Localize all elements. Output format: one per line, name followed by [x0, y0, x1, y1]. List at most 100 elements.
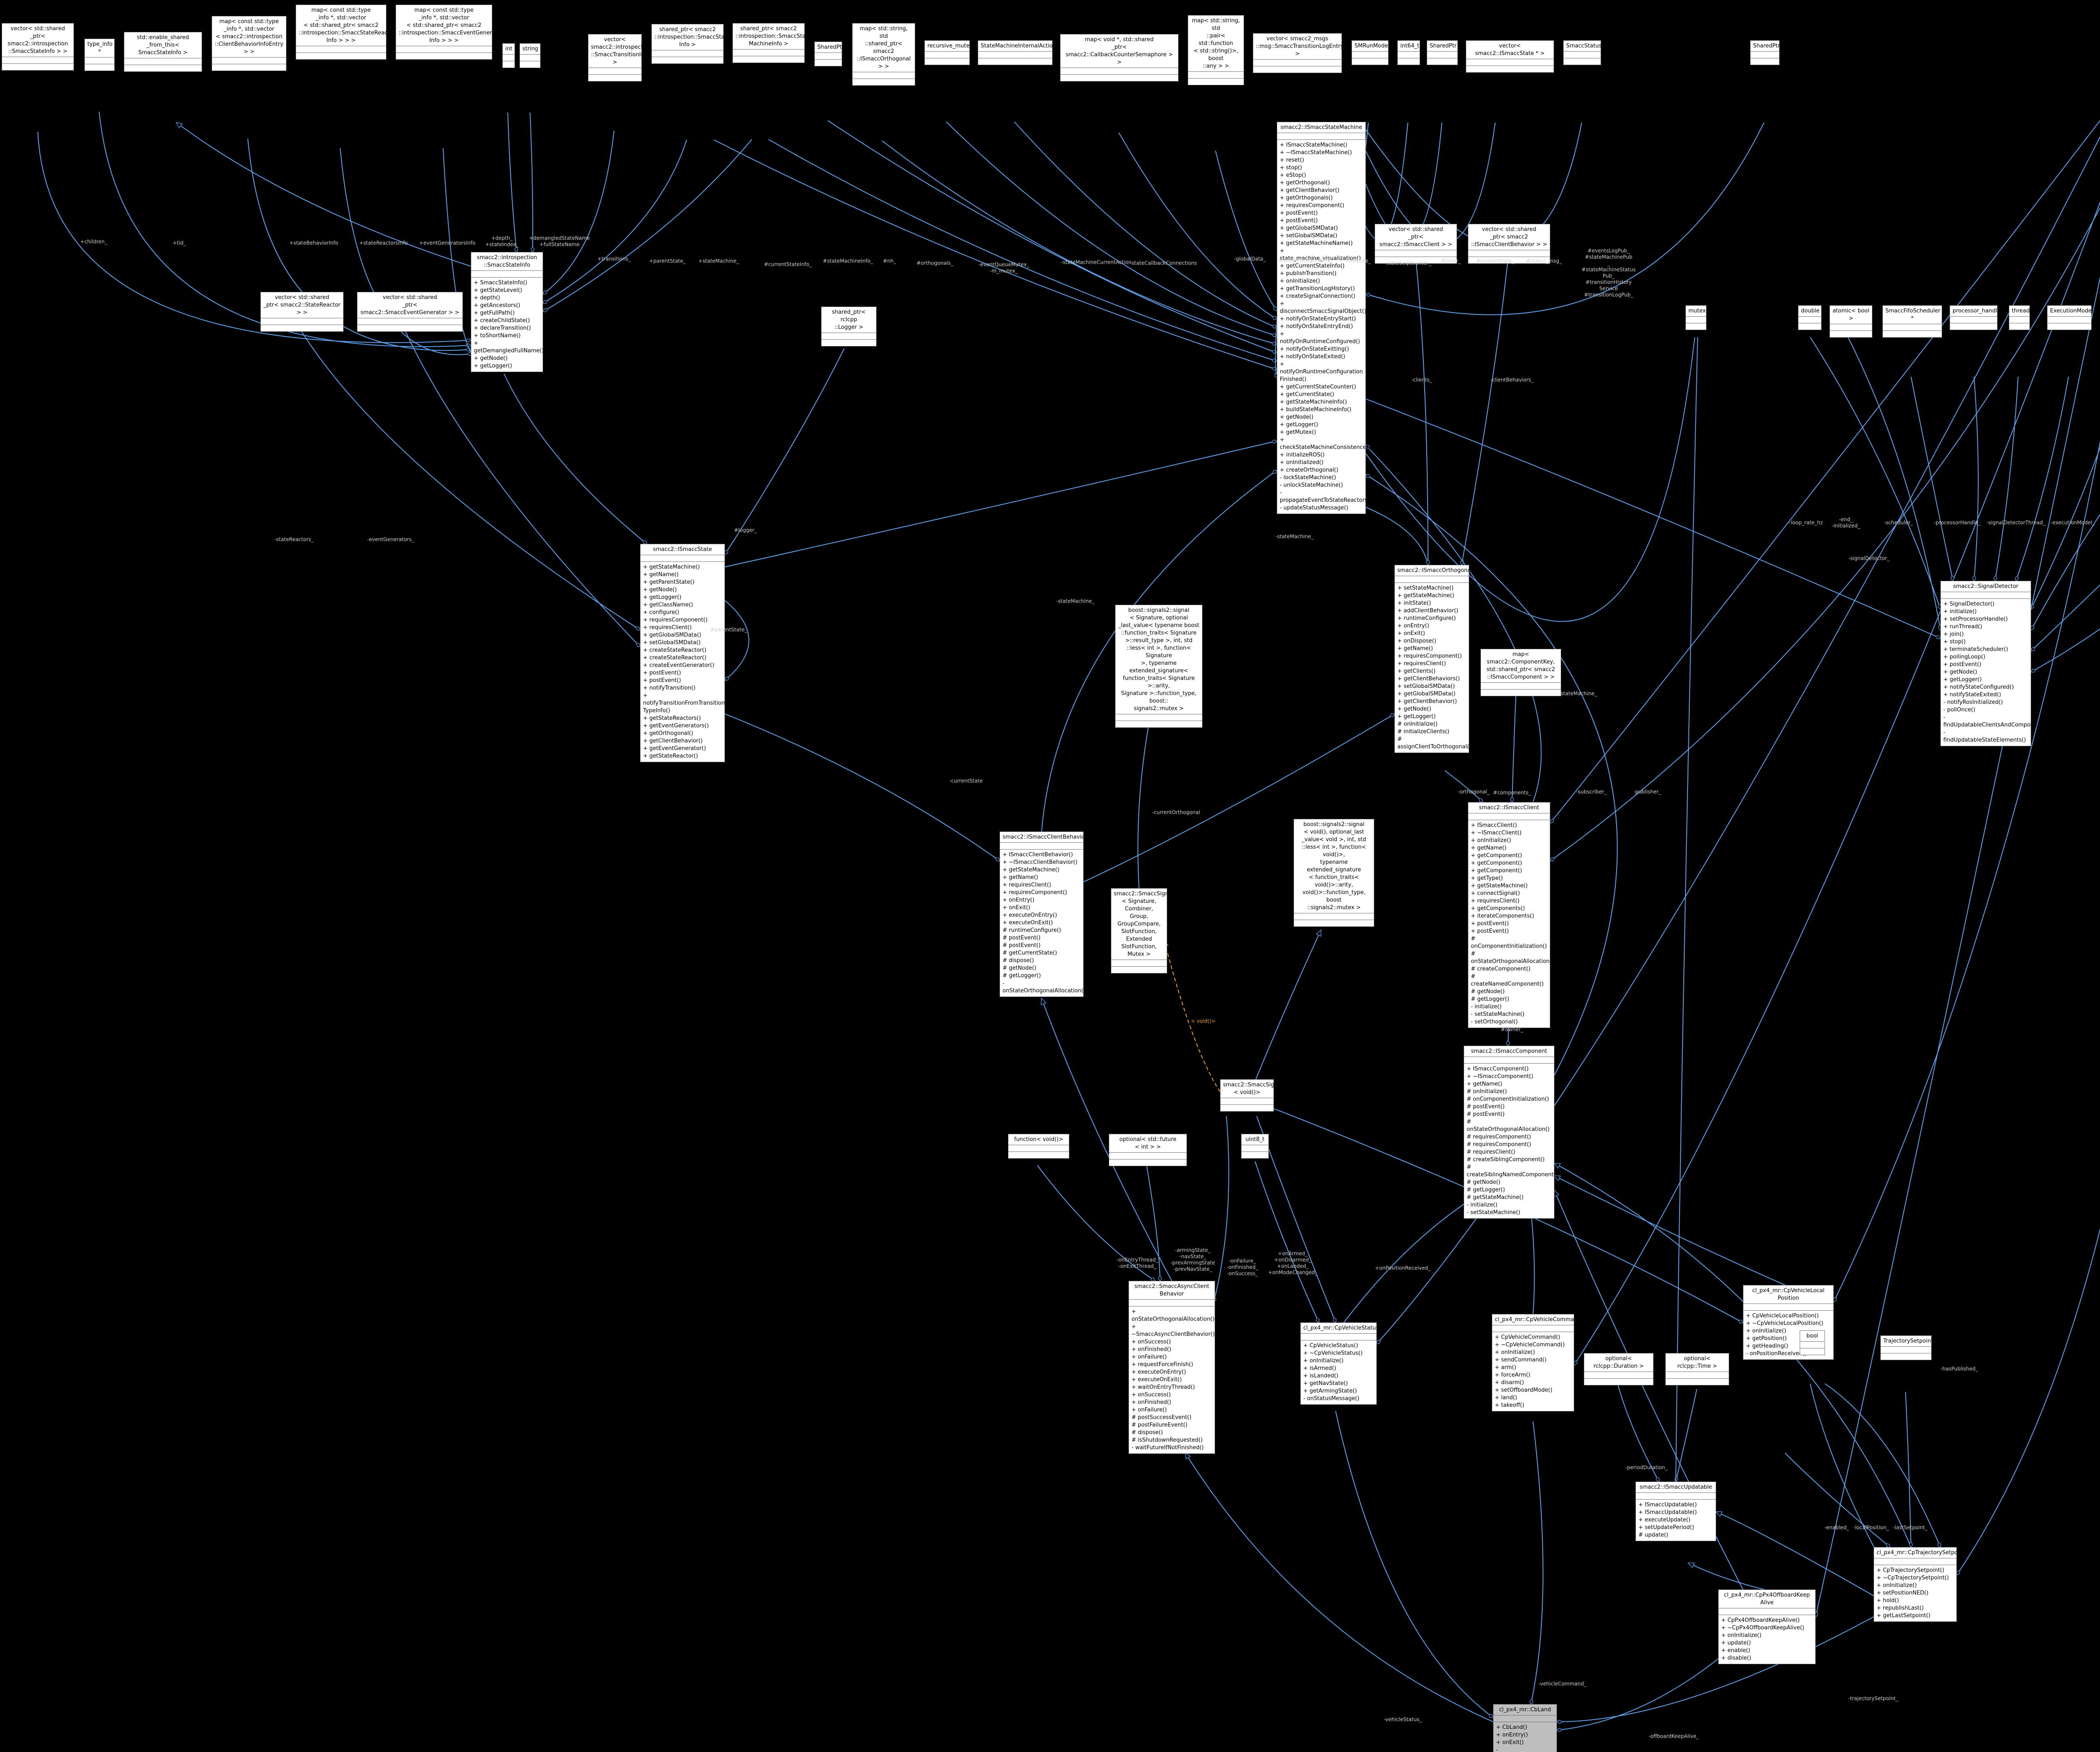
generalization-edge — [1688, 1563, 1764, 1590]
methods-compartment: + SmaccStateInfo()+ getStateLevel()+ dep… — [471, 278, 544, 372]
class-box-statemachineinternalaction: StateMachineInternalAction — [978, 40, 1056, 65]
method-row: + waitOnEntryThread() — [1131, 1384, 1195, 1390]
method-row: + getStateMachine() — [1471, 883, 1528, 889]
edge-label: -end_ -initialized_ — [1832, 517, 1860, 529]
edge-label: -executionModel_ — [2050, 519, 2095, 526]
methods-compartment-empty — [296, 53, 386, 59]
methods-compartment-empty — [1751, 58, 1779, 65]
method-row: + SignalDetector() — [1943, 601, 1995, 607]
method-row: - notifyRosInitialized() — [1943, 699, 2003, 706]
class-title: map< std::string, std ::pair< std::funct… — [1188, 16, 1244, 72]
attributes-compartment — [2048, 317, 2091, 323]
method-row: - initialize() — [1471, 1004, 1502, 1010]
method-row: + disarm() — [1495, 1380, 1524, 1386]
method-row: + runtimeConfigure() — [1397, 615, 1456, 622]
method-row: + iterateComponents() — [1471, 913, 1534, 919]
aggregation-edge — [1531, 1421, 1544, 1704]
method-row: + ~SmaccAsyncClientBehavior() — [1131, 1324, 1215, 1338]
edge-label: -runMode_ — [1344, 258, 1371, 264]
method-row: + getFullPath() — [474, 310, 515, 316]
method-row: + republishLast() — [1877, 1605, 1924, 1611]
edge-label: -signalDetectorThread_ — [1986, 519, 2046, 526]
class-title: smacc2::SmaccAsyncClient Behavior — [1129, 1281, 1215, 1300]
methods-compartment: + ISmaccUpdatable()+ ISmaccUpdatable()+ … — [1636, 1500, 1716, 1541]
class-box-ismaccstatemachine: smacc2::ISmaccStateMachine+ ISmaccStateM… — [1277, 122, 1372, 514]
method-row: + getName() — [1397, 645, 1433, 652]
method-row: + getPosition() — [1746, 1335, 1787, 1342]
attributes-compartment — [503, 55, 514, 61]
methods-compartment-empty — [503, 61, 514, 68]
method-row: + notifyOnStateExited() — [1280, 354, 1345, 360]
aggregation-edge — [724, 713, 1000, 861]
method-row: + getStateLevel() — [474, 287, 522, 294]
method-row: + onInitialize() — [1877, 1582, 1917, 1589]
methods-compartment-empty — [1188, 79, 1244, 85]
method-row: + requiresComponent() — [643, 617, 708, 623]
class-title: vector< smacc2_msgs ::msg::SmaccTransiti… — [1253, 34, 1344, 60]
methods-compartment-empty — [520, 61, 540, 68]
method-row: + onInitialize() — [1746, 1328, 1786, 1334]
class-title: processor_handle — [1950, 306, 2000, 317]
edge-label: -signalDetector_ — [1848, 555, 1890, 561]
class-box-string: string — [520, 43, 541, 68]
methods-compartment-empty — [396, 53, 492, 59]
method-row: + disable() — [1721, 1655, 1751, 1661]
method-row: # getNode() — [1467, 1179, 1501, 1185]
method-row: + terminateScheduler() — [1943, 646, 2008, 653]
method-row: + requiresClient() — [1397, 661, 1446, 667]
method-row: + setGlobalSMData() — [643, 640, 701, 646]
aggregation-edge — [1415, 254, 1428, 565]
attributes-compartment — [640, 555, 724, 562]
class-title: TrajectorySetpoint — [1881, 1336, 1933, 1347]
method-row: + notifyTransitionFromTransition TypeInf… — [643, 692, 725, 714]
aggregation-edge — [1557, 1658, 1719, 1730]
edge-label: -publisher_ — [1633, 789, 1662, 795]
aggregation-edge — [530, 112, 533, 252]
aggregation-edge — [294, 319, 640, 630]
aggregation-edge — [1557, 1616, 1874, 1722]
methods-compartment: + CpPx4OffboardKeepAlive()+ ~CpPx4Offboa… — [1719, 1615, 1815, 1664]
class-box-ismaccorthogonal: smacc2::ISmaccOrthogonal+ setStateMachin… — [1394, 565, 1473, 753]
aggregation-edge — [1995, 376, 2019, 581]
method-row: + getClientBehavior() — [643, 738, 703, 744]
aggregation-edge — [1014, 121, 1277, 328]
methods-compartment-empty — [978, 58, 1052, 65]
aggregation-edge — [1377, 136, 2100, 1344]
class-title: map< const std::type _info *, std::vecto… — [296, 5, 395, 46]
class-title: vector< std::shared _ptr< smacc2::SmaccE… — [357, 292, 462, 318]
class-title: SharedPtr — [1427, 41, 1457, 52]
method-row: # getNode() — [1003, 965, 1037, 971]
class-box-executionmodel: ExecutionModel — [2047, 305, 2093, 330]
aggregation-edge — [725, 348, 845, 554]
methods-compartment: + CpVehicleStatus()+ ~CpVehicleStatus()+… — [1301, 1340, 1376, 1404]
aggregation-edge — [1462, 260, 1508, 565]
edge-label: #parentState_ — [710, 627, 747, 633]
method-row: + postEvent() — [1471, 921, 1509, 927]
method-row: + getParentState() — [643, 579, 695, 585]
method-row: + stop() — [1280, 165, 1302, 171]
method-row: # dispose() — [1003, 957, 1034, 964]
aggregation-edge — [399, 317, 640, 647]
methods-compartment: + SignalDetector()+ initialize()+ setPro… — [1941, 599, 2050, 746]
edge-label: -eventQueueMutex_ -m_mutex_ — [978, 262, 1029, 274]
method-row: + requiresComponent() — [1003, 889, 1067, 896]
class-box-vector-smacceventgenerator: vector< std::shared _ptr< smacc2::SmaccE… — [357, 292, 463, 332]
method-row: - findUpdatableStateElements() — [1943, 729, 2026, 743]
aggregation-edge — [543, 139, 687, 303]
aggregation-edge — [714, 139, 1277, 370]
class-box-int64-t: int64_t — [1397, 40, 1420, 65]
methods-compartment-empty — [212, 64, 286, 71]
class-box-signaldetector: smacc2::SignalDetector+ SignalDetector()… — [1940, 581, 2050, 746]
method-row: + executeOnExit() — [1131, 1377, 1182, 1383]
aggregation-edge — [543, 130, 614, 294]
method-row: + initialize() — [1943, 608, 1977, 615]
attributes-compartment — [1941, 592, 2031, 599]
method-row: + initState() — [1397, 600, 1431, 606]
edge-label: #components_ — [1493, 789, 1531, 796]
class-title: optional< rclcpp::Time > — [1666, 1353, 1729, 1372]
method-row: # createSiblingNamedComponent() — [1467, 1164, 1558, 1178]
class-box-sharedptr-pubs: SharedPtr — [1750, 40, 1780, 65]
attributes-compartment — [733, 50, 804, 56]
method-row: + getType() — [1471, 875, 1503, 881]
edge-label: -lastSetpoint_ — [1893, 1524, 1928, 1531]
